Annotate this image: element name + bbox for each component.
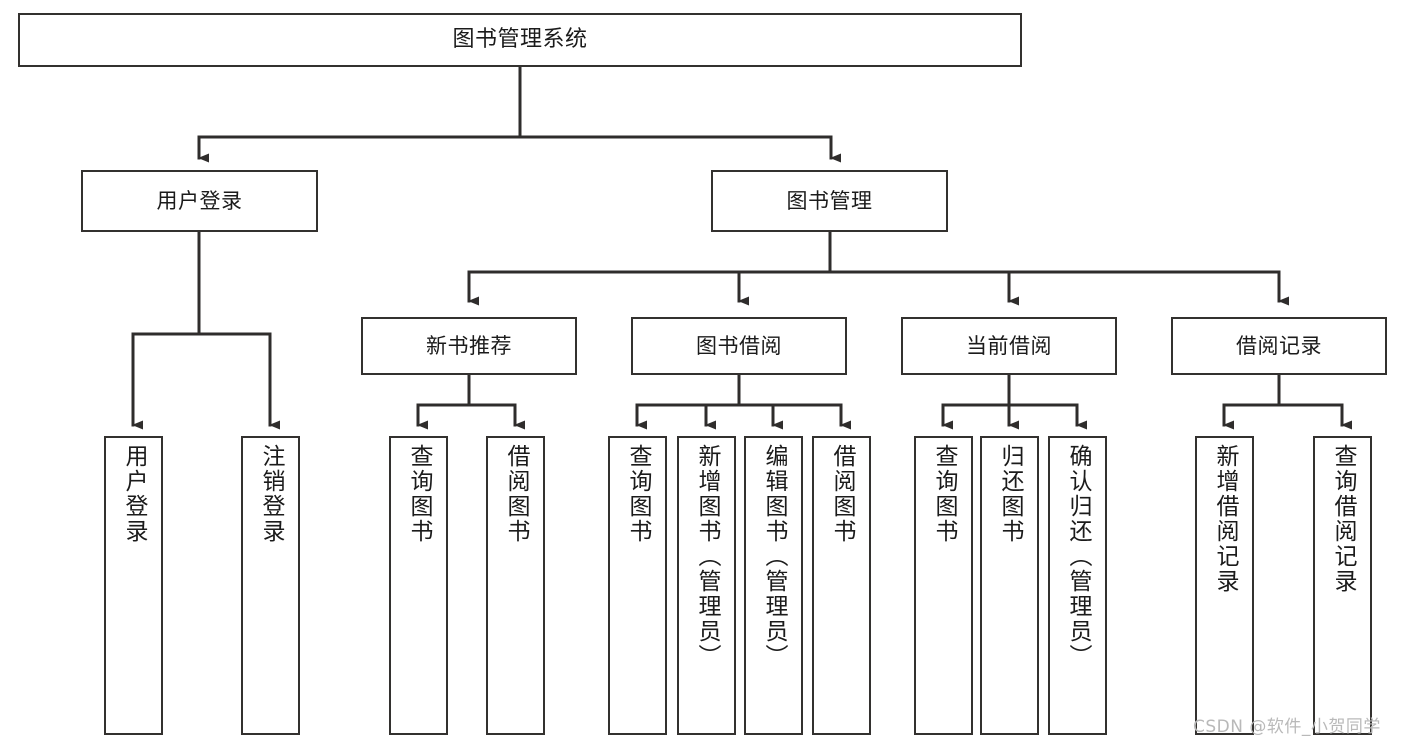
node-leaf-edit-book[interactable]: 编辑图书（管理员） xyxy=(744,436,803,735)
node-label: 新增图书（管理员） xyxy=(694,444,720,669)
node-leaf-add-borrow-record[interactable]: 新增借阅记录 xyxy=(1195,436,1254,735)
node-borrow-record[interactable]: 借阅记录 xyxy=(1171,317,1387,375)
node-label: 新书推荐 xyxy=(426,333,512,358)
node-leaf-query-book-2[interactable]: 查询图书 xyxy=(608,436,667,735)
node-leaf-query-borrow-record[interactable]: 查询借阅记录 xyxy=(1313,436,1372,735)
node-label: 查询图书 xyxy=(406,444,432,544)
node-leaf-confirm-return[interactable]: 确认归还（管理员） xyxy=(1048,436,1107,735)
node-label: 查询图书 xyxy=(931,444,957,544)
node-label: 查询图书 xyxy=(625,444,651,544)
node-leaf-query-book-1[interactable]: 查询图书 xyxy=(389,436,448,735)
node-label: 归还图书 xyxy=(997,444,1023,544)
node-leaf-logout-login[interactable]: 注销登录 xyxy=(241,436,300,735)
node-leaf-add-book[interactable]: 新增图书（管理员） xyxy=(677,436,736,735)
node-label: 图书借阅 xyxy=(696,333,782,358)
node-label: 借阅图书 xyxy=(503,444,529,544)
node-label: 确认归还（管理员） xyxy=(1065,444,1091,669)
node-leaf-query-book-3[interactable]: 查询图书 xyxy=(914,436,973,735)
node-label: 查询借阅记录 xyxy=(1330,444,1356,594)
node-book-borrow[interactable]: 图书借阅 xyxy=(631,317,847,375)
node-user-login[interactable]: 用户登录 xyxy=(81,170,318,232)
node-label: 当前借阅 xyxy=(966,333,1052,358)
node-book-management[interactable]: 图书管理 xyxy=(711,170,948,232)
node-label: 借阅记录 xyxy=(1236,333,1322,358)
node-label: 新增借阅记录 xyxy=(1212,444,1238,594)
node-label: 借阅图书 xyxy=(829,444,855,544)
node-root-system[interactable]: 图书管理系统 xyxy=(18,13,1022,67)
node-label: 用户登录 xyxy=(156,188,243,213)
node-label: 图书管理 xyxy=(786,188,873,213)
node-current-borrow[interactable]: 当前借阅 xyxy=(901,317,1117,375)
node-new-book-recommend[interactable]: 新书推荐 xyxy=(361,317,577,375)
node-leaf-return-book[interactable]: 归还图书 xyxy=(980,436,1039,735)
node-label: 图书管理系统 xyxy=(452,27,588,53)
node-leaf-user-login[interactable]: 用户登录 xyxy=(104,436,163,735)
node-label: 编辑图书（管理员） xyxy=(761,444,787,669)
node-leaf-borrow-book-2[interactable]: 借阅图书 xyxy=(812,436,871,735)
node-label: 注销登录 xyxy=(258,444,284,544)
node-label: 用户登录 xyxy=(121,444,147,544)
node-leaf-borrow-book-1[interactable]: 借阅图书 xyxy=(486,436,545,735)
